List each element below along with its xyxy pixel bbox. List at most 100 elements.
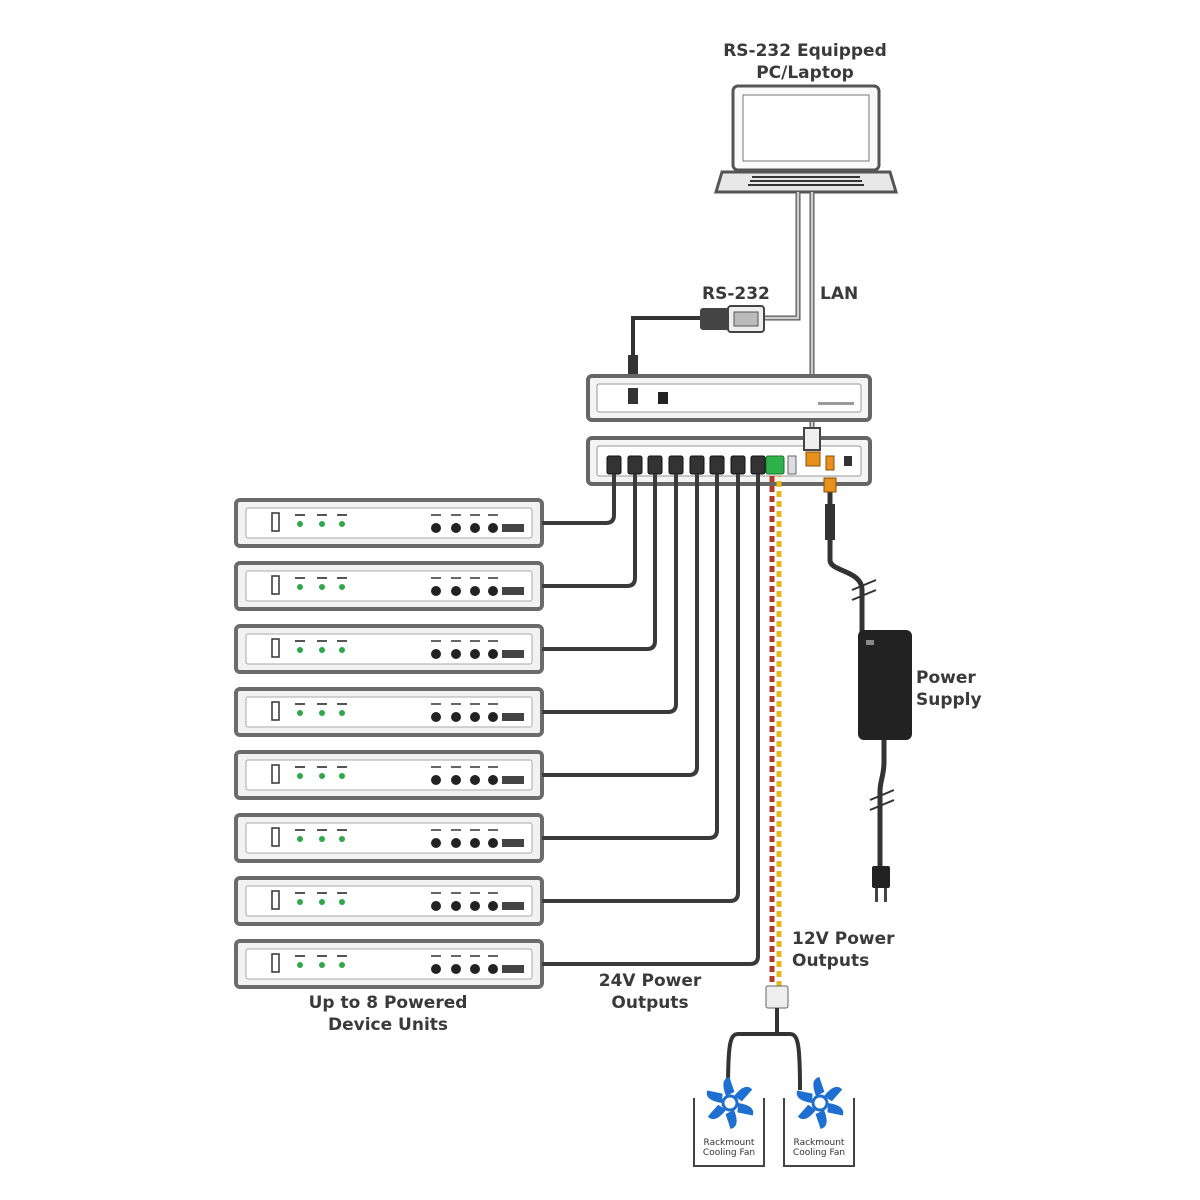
device-button-label	[451, 829, 461, 831]
units-label: Up to 8 Powered Device Units	[290, 992, 486, 1036]
device-led-label	[337, 829, 347, 831]
device-led	[339, 836, 345, 842]
units-label-line2: Device Units	[327, 1015, 449, 1035]
device-unit-5	[234, 750, 544, 800]
cable-24v-2	[542, 474, 637, 588]
device-button	[431, 712, 441, 722]
device-button-label	[488, 829, 498, 831]
device-button-label	[431, 766, 441, 768]
fan-blade	[734, 1086, 753, 1102]
device-power-jack	[502, 524, 524, 532]
device-led-label	[317, 892, 327, 894]
device-power-jack	[502, 587, 524, 595]
device-power-jack	[502, 713, 524, 721]
device-led	[319, 584, 325, 590]
device-unit-8	[234, 939, 544, 989]
device-button-label	[470, 577, 480, 579]
output-port-2	[627, 455, 643, 475]
device-button-label	[431, 892, 441, 894]
device-button	[451, 775, 461, 785]
device-led-label	[295, 829, 305, 831]
device-button-label	[470, 955, 480, 957]
fan-splitter	[765, 985, 789, 1009]
device-power-jack	[502, 776, 524, 784]
device-panel	[245, 570, 533, 602]
fan-blade	[824, 1086, 843, 1102]
fan-1	[693, 1077, 765, 1167]
device-button-label	[470, 514, 480, 516]
device-led	[297, 647, 303, 653]
device-led-label	[295, 577, 305, 579]
device-button	[488, 838, 498, 848]
device-button	[451, 901, 461, 911]
pc-label-line1: RS-232 Equipped	[723, 41, 887, 61]
device-button	[451, 838, 461, 848]
device-led-label	[317, 766, 327, 768]
device-button	[470, 586, 480, 596]
fan-cables	[726, 1008, 802, 1091]
fan-hub	[811, 1094, 829, 1112]
device-panel	[245, 948, 533, 980]
output-port-8	[750, 455, 766, 475]
device-button-label	[451, 703, 461, 705]
fan-blade	[797, 1104, 816, 1120]
device-button	[451, 649, 461, 659]
device-button	[431, 649, 441, 659]
device-panel	[245, 633, 533, 665]
device-button	[470, 901, 480, 911]
device-unit-3	[234, 624, 544, 674]
device-button-label	[431, 703, 441, 705]
device-button	[470, 775, 480, 785]
fan2-label: Rackmount Cooling Fan	[784, 1138, 854, 1158]
fan2-label-line2: Cooling Fan	[792, 1148, 846, 1158]
device-button	[451, 523, 461, 533]
cable-24v-7	[542, 474, 740, 903]
device-led-label	[337, 955, 347, 957]
fan-blade	[706, 1090, 723, 1103]
device-button-label	[451, 640, 461, 642]
device-button-label	[470, 829, 480, 831]
fan-blade	[707, 1104, 726, 1120]
device-led-label	[295, 955, 305, 957]
fan-blade	[796, 1090, 813, 1103]
device-button-label	[431, 640, 441, 642]
pc-label-line2: PC/Laptop	[756, 63, 854, 83]
device-led-label	[295, 892, 305, 894]
device-button	[431, 901, 441, 911]
device-button-label	[451, 577, 461, 579]
device-led	[297, 521, 303, 527]
v24-label-line2: Outputs	[611, 993, 689, 1013]
device-led-label	[337, 892, 347, 894]
device-led-label	[317, 514, 327, 516]
power-supply-label-line1: Power	[916, 668, 976, 688]
output-port-3	[647, 455, 663, 475]
lan-jack	[803, 427, 821, 451]
v12-label-line2: Outputs	[792, 951, 870, 971]
device-button-label	[488, 640, 498, 642]
device-led-label	[295, 766, 305, 768]
device-button	[488, 901, 498, 911]
device-button	[451, 712, 461, 722]
fan-blade	[725, 1109, 737, 1129]
units-label-line1: Up to 8 Powered	[308, 993, 468, 1013]
v24-label: 24V Power Outputs	[588, 970, 712, 1014]
device-button	[488, 964, 498, 974]
fan1-label-line1: Rackmount	[703, 1138, 755, 1148]
device-led	[297, 773, 303, 779]
device-button	[431, 964, 441, 974]
device-led-label	[295, 514, 305, 516]
device-led	[319, 710, 325, 716]
device-button	[488, 649, 498, 659]
device-button-label	[431, 955, 441, 957]
device-panel	[245, 507, 533, 539]
device-led-label	[337, 703, 347, 705]
device-panel	[245, 885, 533, 917]
device-led-label	[337, 766, 347, 768]
fan1-label-line2: Cooling Fan	[702, 1148, 756, 1158]
fan-hub	[721, 1094, 739, 1112]
device-led-label	[337, 577, 347, 579]
device-button	[470, 523, 480, 533]
device-button	[451, 586, 461, 596]
device-led	[297, 584, 303, 590]
